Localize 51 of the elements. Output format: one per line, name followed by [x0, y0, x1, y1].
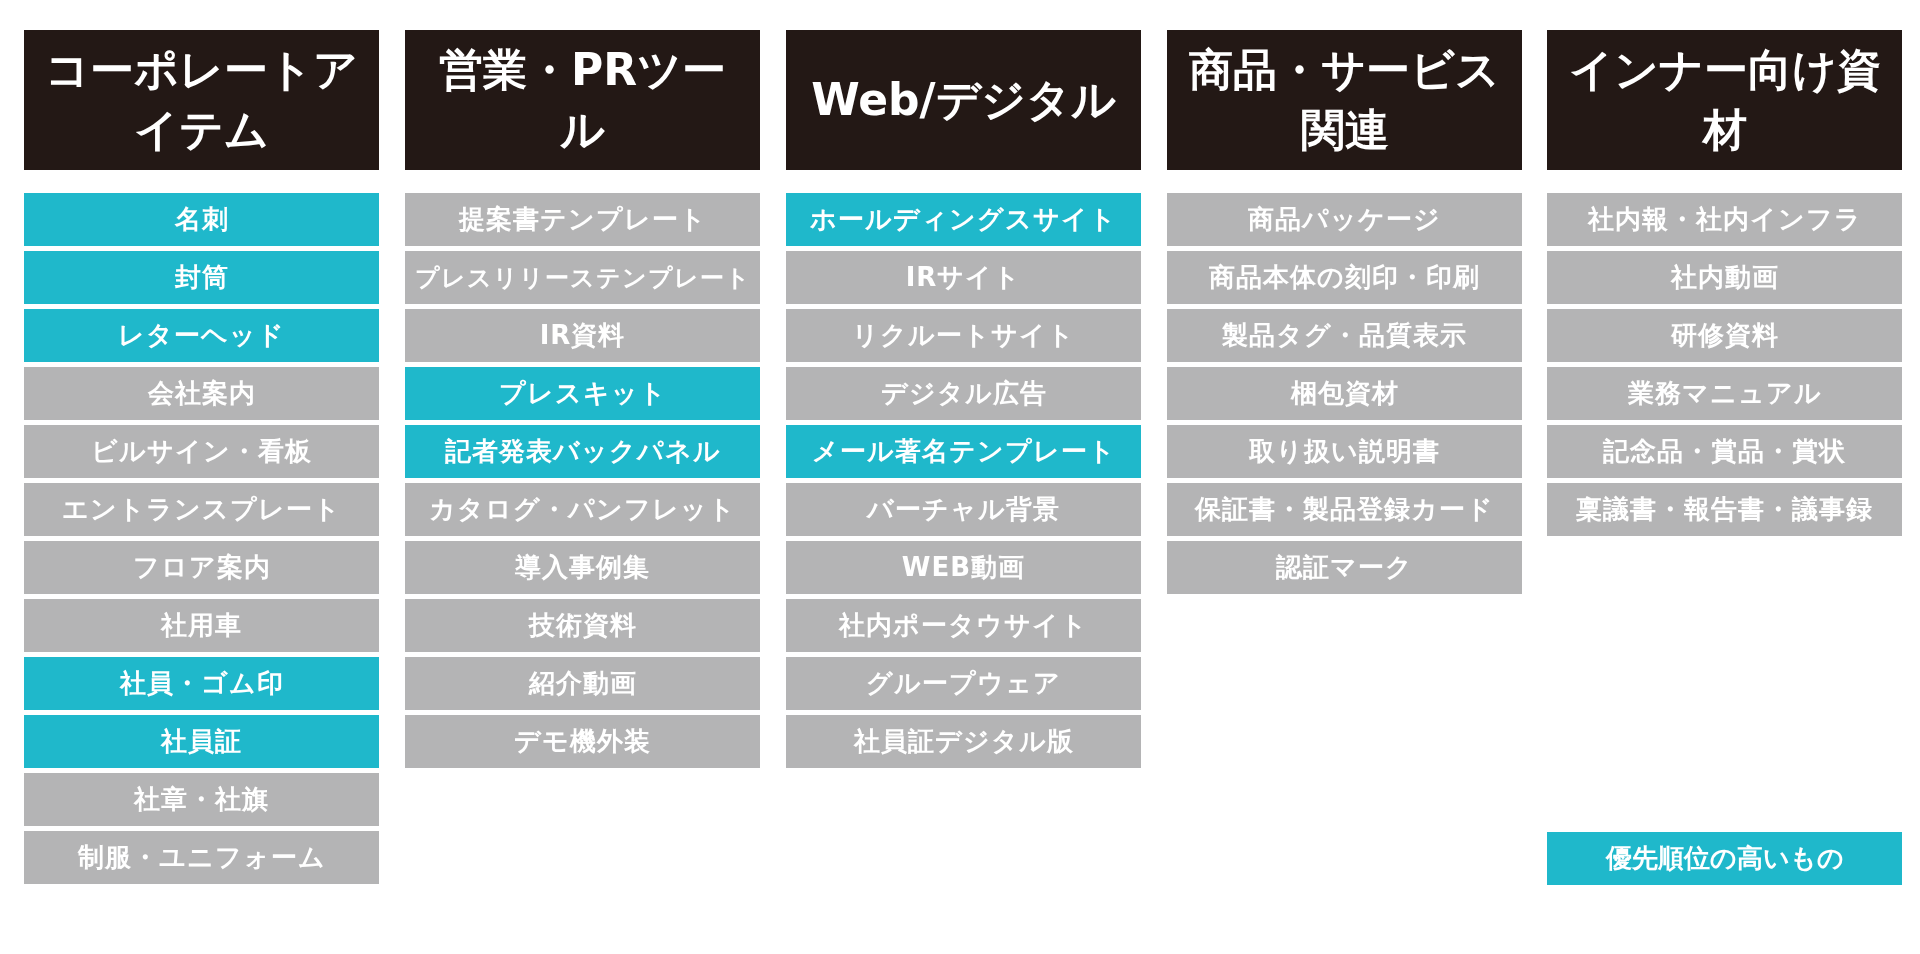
- item-label: プレスリリーステンプレート: [405, 251, 760, 304]
- item-label: 梱包資材: [1167, 367, 1522, 420]
- item-label: 社員・ゴム印: [24, 657, 379, 710]
- column-header: コーポレートアイテム: [24, 30, 379, 170]
- item-label: グループウェア: [786, 657, 1141, 710]
- item-label: IRサイト: [786, 251, 1141, 304]
- item-label: WEB動画: [786, 541, 1141, 594]
- item-label: 技術資料: [405, 599, 760, 652]
- item-label: 商品パッケージ: [1167, 193, 1522, 246]
- item-label: デジタル広告: [786, 367, 1141, 420]
- item-label: 社員証: [24, 715, 379, 768]
- item-label: レターヘッド: [24, 309, 379, 362]
- item-label: 製品タグ・品質表示: [1167, 309, 1522, 362]
- item-label: メール著名テンプレート: [786, 425, 1141, 478]
- item-label: 会社案内: [24, 367, 379, 420]
- item-label: フロア案内: [24, 541, 379, 594]
- item-label: 社内報・社内インフラ: [1547, 193, 1902, 246]
- item-label: バーチャル背景: [786, 483, 1141, 536]
- item-label: 社内ポータウサイト: [786, 599, 1141, 652]
- item-label: エントランスプレート: [24, 483, 379, 536]
- column-header: Web/デジタル: [786, 30, 1141, 170]
- item-label: 導入事例集: [405, 541, 760, 594]
- item-label: カタログ・パンフレット: [405, 483, 760, 536]
- item-label: ホールディングスサイト: [786, 193, 1141, 246]
- item-label: 商品本体の刻印・印刷: [1167, 251, 1522, 304]
- item-label: 名刺: [24, 193, 379, 246]
- column-header: インナー向け資材: [1547, 30, 1902, 170]
- item-label: リクルートサイト: [786, 309, 1141, 362]
- item-label: 保証書・製品登録カード: [1167, 483, 1522, 536]
- item-label: 記念品・賞品・賞状: [1547, 425, 1902, 478]
- item-label: 取り扱い説明書: [1167, 425, 1522, 478]
- item-label: プレスキット: [405, 367, 760, 420]
- item-label: 稟議書・報告書・議事録: [1547, 483, 1902, 536]
- item-label: 記者発表バックパネル: [405, 425, 760, 478]
- column-header: 商品・サービス関連: [1167, 30, 1522, 170]
- item-label: 社章・社旗: [24, 773, 379, 826]
- legend-key: 優先順位の高いもの: [1547, 832, 1902, 885]
- item-label: 研修資料: [1547, 309, 1902, 362]
- item-label: デモ機外装: [405, 715, 760, 768]
- item-label: IR資料: [405, 309, 760, 362]
- item-label: 社用車: [24, 599, 379, 652]
- item-label: 紹介動画: [405, 657, 760, 710]
- item-label: 社員証デジタル版: [786, 715, 1141, 768]
- item-label: 認証マーク: [1167, 541, 1522, 594]
- item-label: 提案書テンプレート: [405, 193, 760, 246]
- item-label: 制服・ユニフォーム: [24, 831, 379, 884]
- column-header: 営業・PRツール: [405, 30, 760, 170]
- item-label: ビルサイン・看板: [24, 425, 379, 478]
- item-label: 業務マニュアル: [1547, 367, 1902, 420]
- item-label: 封筒: [24, 251, 379, 304]
- item-label: 社内動画: [1547, 251, 1902, 304]
